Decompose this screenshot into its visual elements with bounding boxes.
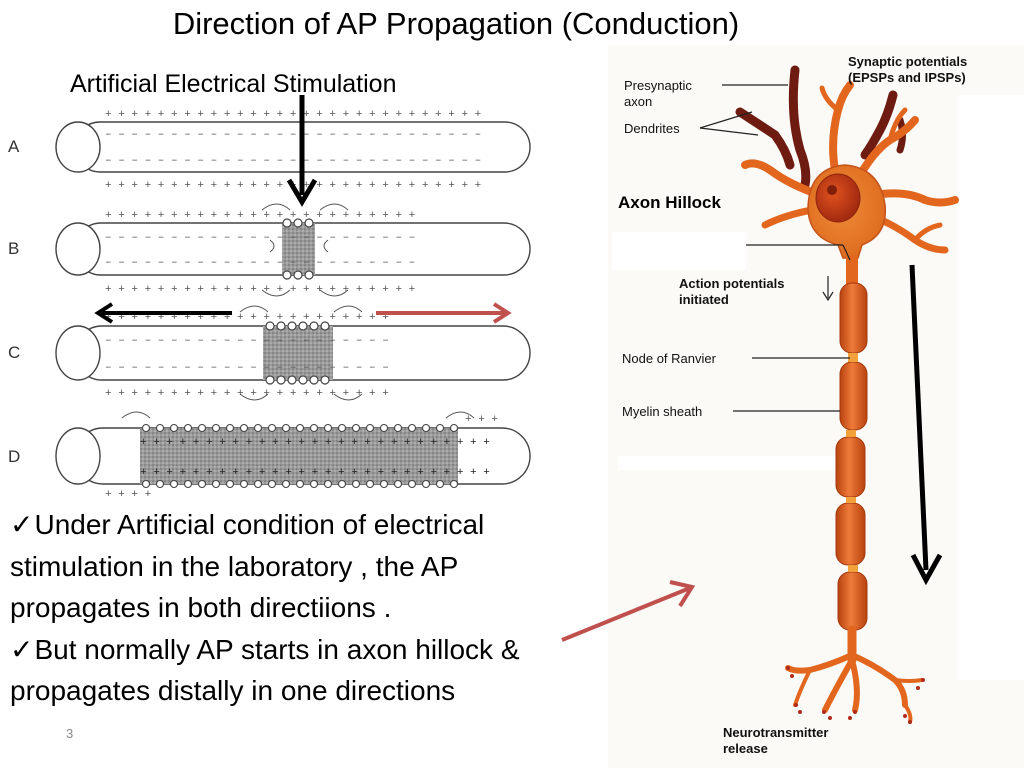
page-number: 3	[66, 726, 74, 741]
axon-row-d: + + + + + + + + + + + + + + + + + + + + …	[55, 411, 531, 501]
pointer-arrow	[561, 580, 696, 642]
svg-text:+ + + + + + + + + + + +: + + + + + + + + + + + + + + + + + + + + …	[105, 210, 415, 222]
left-propagation-arrow	[94, 302, 232, 324]
svg-text:+ +: + + + +	[105, 489, 151, 501]
label-action-potentials: Action potentials	[679, 276, 784, 291]
row-label-c: C	[8, 343, 20, 362]
svg-text:+ + +: + + +	[465, 414, 498, 426]
slide-subtitle: Artificial Electrical Stimulation	[70, 70, 397, 98]
check-icon: ✓	[10, 633, 34, 665]
stimulation-arrow	[286, 95, 318, 207]
bullet-list: ✓Under Artificial condition of electrica…	[10, 504, 600, 712]
svg-text:+ + + + + + + + + + + + + + +: + + + + + + + + + + + + + + + + + + + + …	[105, 109, 481, 121]
row-label-a: A	[8, 137, 20, 156]
bullet-item: ✓But normally AP starts in axon hillock …	[10, 629, 600, 712]
label-axon-hillock: Axon Hillock	[618, 193, 722, 212]
label-presynaptic: Presynaptic	[624, 78, 692, 93]
svg-text:– – – – – – – – – – – – – – –: – – – – – – – – – – – – – – – – – – – – …	[105, 155, 481, 167]
label-neurotransmitter: Neurotransmitter	[723, 725, 828, 740]
bullet-item: ✓Under Artificial condition of electrica…	[10, 504, 600, 629]
svg-text:– – – – – – – – – – –: – – – – – – – – – – – – – – – – – – – – …	[105, 335, 389, 347]
row-label-d: D	[8, 447, 20, 466]
label-initiated: initiated	[679, 292, 729, 307]
axon-diagram: A B C D + + + + + + + + + + + + + + + + …	[8, 95, 531, 501]
label-synaptic-potentials: Synaptic potentials	[848, 54, 967, 69]
label-dendrites: Dendrites	[624, 121, 680, 136]
axon-row-b: + + + + + + + + + + + + + + + + + + + + …	[55, 203, 531, 297]
distal-propagation-arrow	[909, 264, 943, 586]
axon-row-a: + + + + + + + + + + + + + + + + + + + + …	[55, 109, 531, 192]
svg-text:+ + + + + + + + + + + +: + + + + + + + + + + + + + + + + + + + + …	[105, 284, 415, 296]
bullet-text: But normally AP starts in axon hillock &…	[10, 633, 520, 707]
svg-text:– – – – – – – – – – – –: – – – – – – – – – – – – – – – – – – – – …	[105, 232, 415, 244]
bullet-text: Under Artificial condition of electrical…	[10, 509, 485, 623]
neuron-diagram: Synaptic potentials (EPSPs and IPSPs) Pr…	[608, 45, 1024, 768]
label-node-of-ranvier: Node of Ranvier	[622, 351, 717, 366]
svg-text:+ + + + + + + + + + + + + + +: + + + + + + + + + + + + + + + + + + + + …	[140, 437, 490, 449]
label-axon: axon	[624, 94, 652, 109]
axon-row-c: + + + + + + + + + + + + + + + + + + + + …	[55, 305, 531, 401]
svg-text:– – – – – – – – – – – –: – – – – – – – – – – – – – – – – – – – – …	[105, 257, 415, 269]
row-label-b: B	[8, 239, 19, 258]
label-myelin-sheath: Myelin sheath	[622, 404, 702, 419]
check-icon: ✓	[10, 509, 34, 540]
svg-text:+ + + + + + + + + + +: + + + + + + + + + + + + + + + + + + + + …	[105, 388, 389, 400]
label-release: release	[723, 741, 768, 756]
svg-text:+ + + + + + + + + + + + + + +: + + + + + + + + + + + + + + + + + + + + …	[140, 467, 490, 479]
right-propagation-arrow	[376, 302, 512, 324]
slide-title: Direction of AP Propagation (Conduction)	[172, 6, 740, 41]
neuron-panel-bg	[608, 45, 1024, 768]
label-epsps-ipsps: (EPSPs and IPSPs)	[848, 70, 966, 85]
svg-text:– – – – – – – – – – –: – – – – – – – – – – – – – – – – – – – – …	[105, 362, 389, 374]
svg-text:– – – – – – – – – – – – – – –: – – – – – – – – – – – – – – – – – – – – …	[105, 129, 481, 141]
